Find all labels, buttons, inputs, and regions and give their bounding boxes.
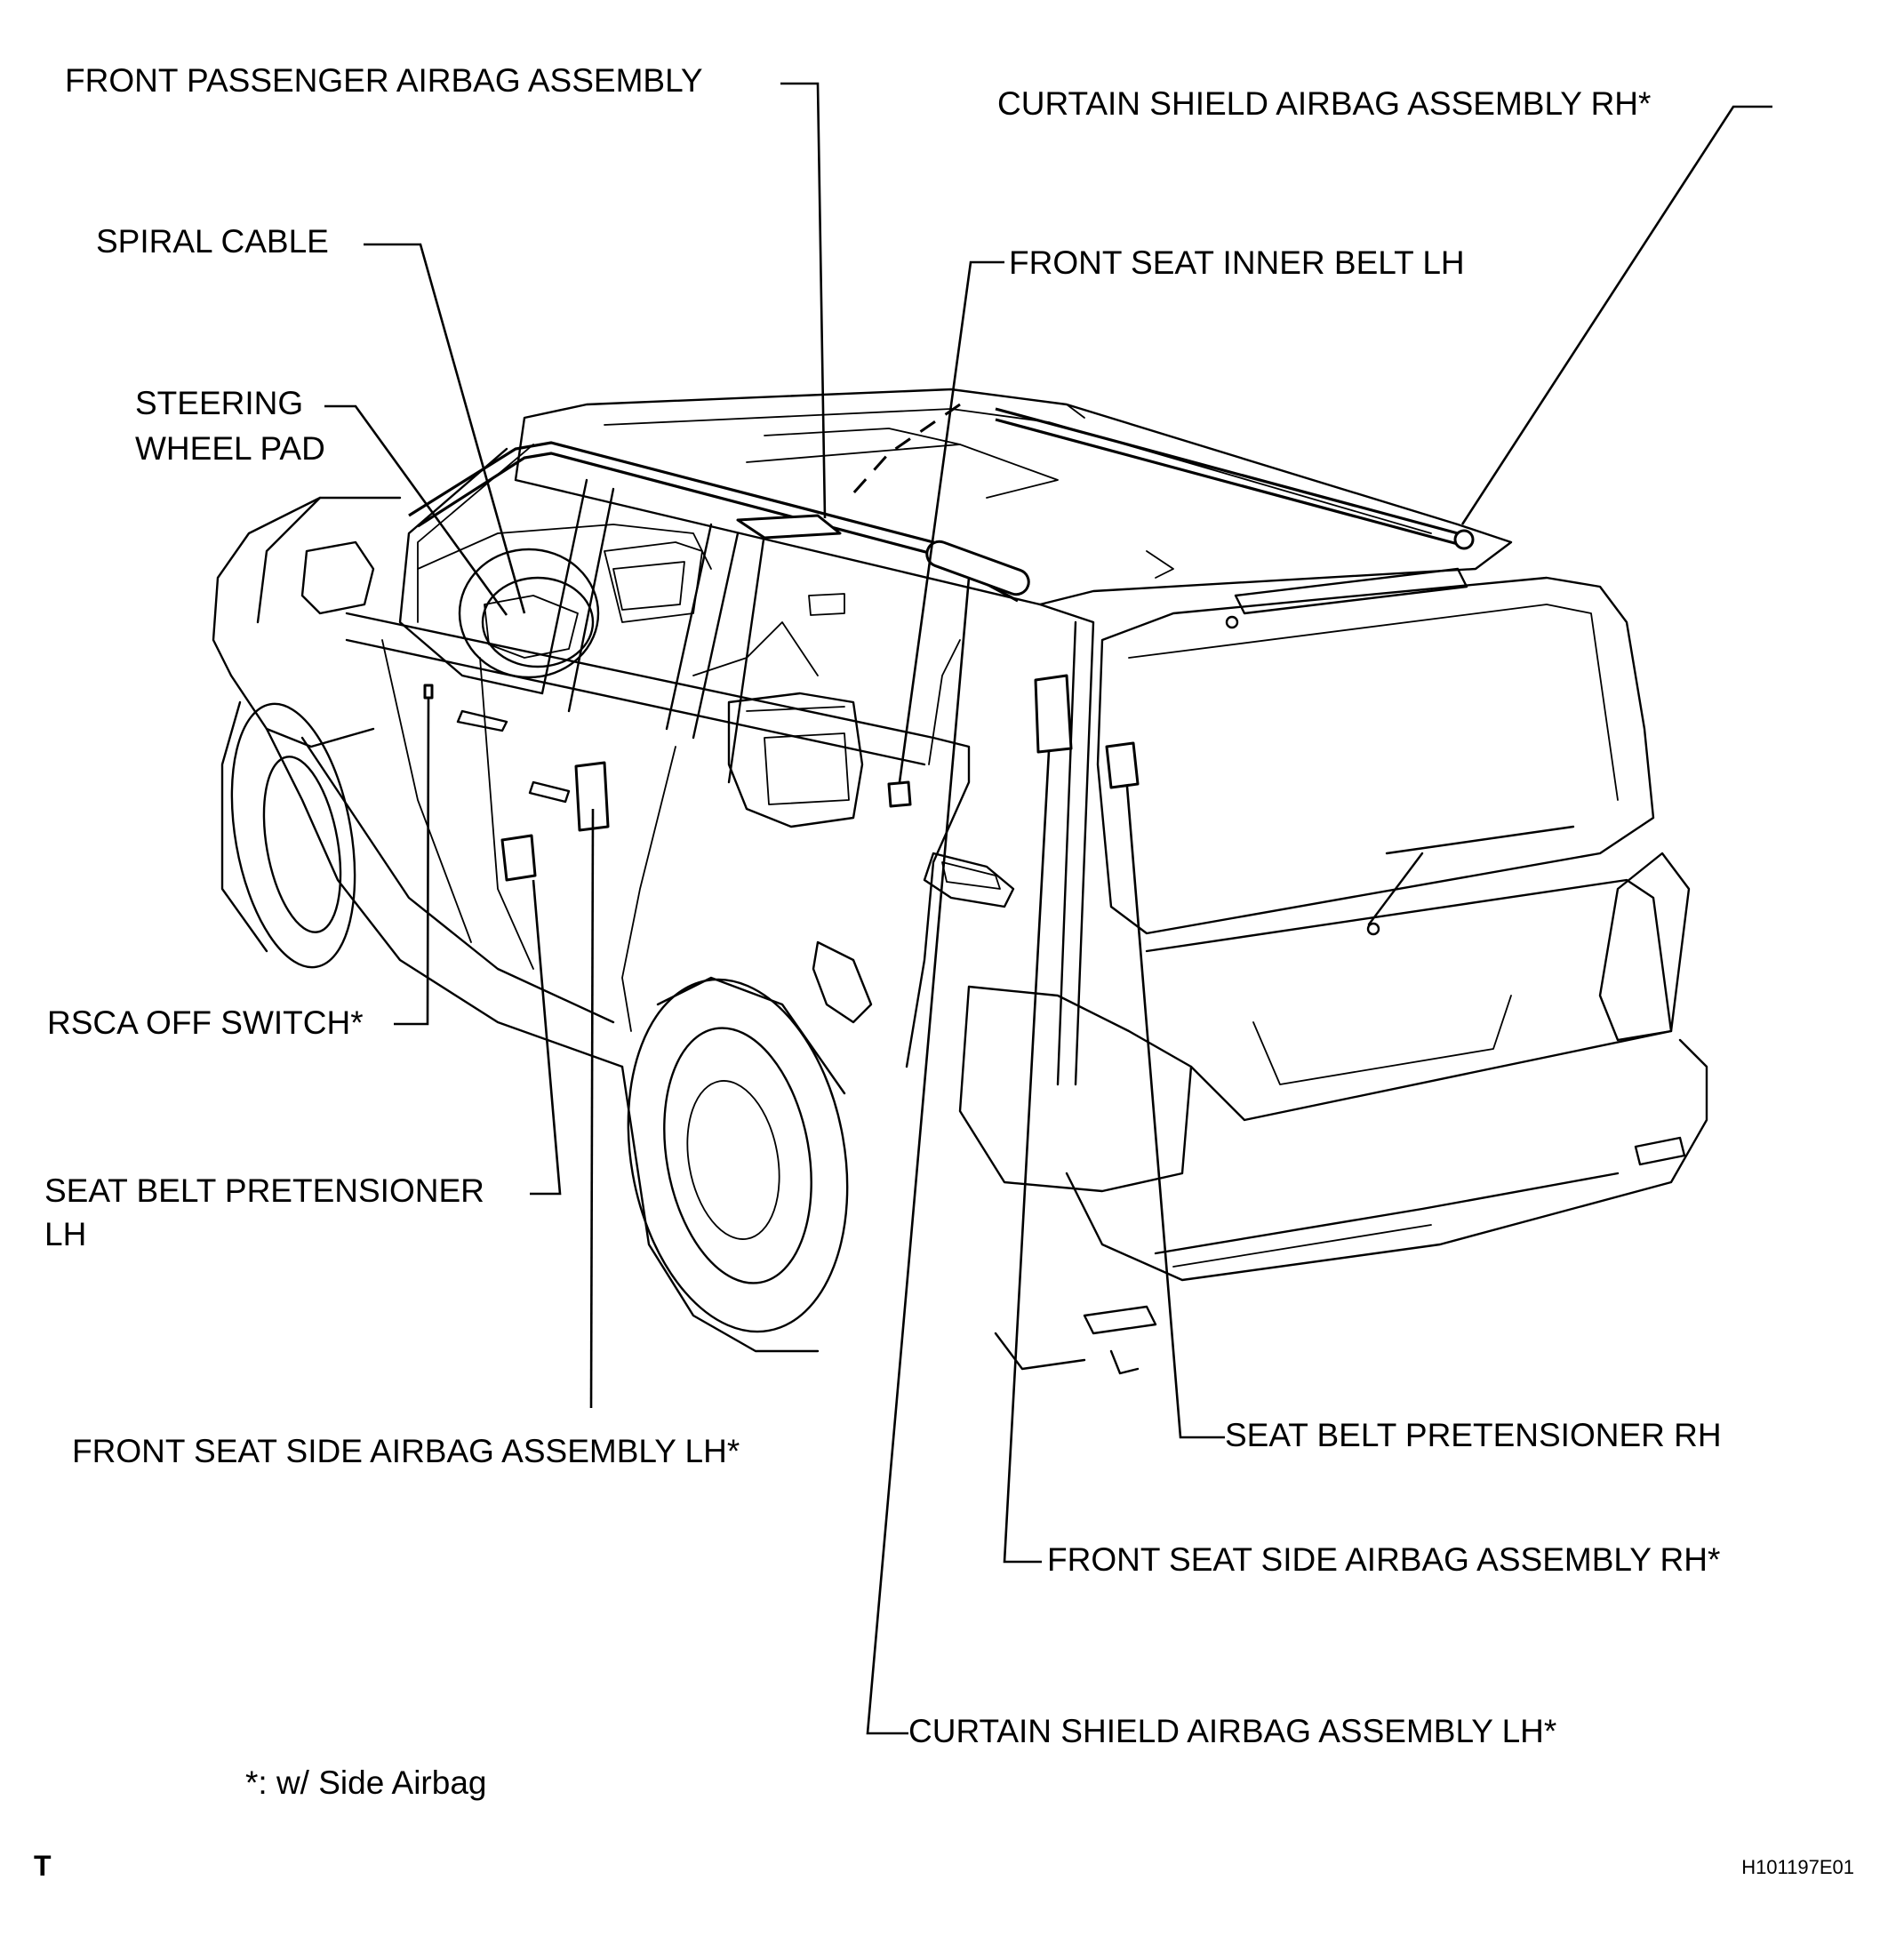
front-seat-side-airbag-lh [574, 761, 610, 832]
curtain-airbag-rh-tube [995, 407, 1459, 535]
seat-belt-pretensioner-lh [500, 834, 537, 882]
front-passenger-airbag [736, 514, 842, 540]
label-seat-belt-pretensioner-lh-1: SEAT BELT PRETENSIONER [44, 1172, 484, 1209]
figure-code: H101197E01 [1741, 1856, 1854, 1878]
label-steering-wheel-pad-1: STEERING [135, 385, 303, 421]
front-seat-side-airbag-rh [1034, 674, 1073, 754]
label-curtain-airbag-rh: CURTAIN SHIELD AIRBAG ASSEMBLY RH* [997, 85, 1651, 122]
corner-mark: T [34, 1850, 52, 1882]
label-front-seat-side-airbag-rh: FRONT SEAT SIDE AIRBAG ASSEMBLY RH* [1047, 1541, 1720, 1578]
leader-lines [324, 82, 1772, 1735]
label-front-seat-inner-belt-lh: FRONT SEAT INNER BELT LH [1009, 244, 1465, 281]
label-rsca-off-switch: RSCA OFF SWITCH* [47, 1004, 364, 1041]
label-seat-belt-pretensioner-rh: SEAT BELT PRETENSIONER RH [1225, 1417, 1722, 1453]
footnote: *: w/ Side Airbag [245, 1764, 486, 1801]
callout-labels: FRONT PASSENGER AIRBAG ASSEMBLY CURTAIN … [34, 62, 1854, 1882]
label-seat-belt-pretensioner-lh-2: LH [44, 1216, 86, 1252]
rsca-off-switch [423, 684, 434, 700]
curtain-airbag-rh-dashed [852, 403, 961, 494]
label-curtain-airbag-lh: CURTAIN SHIELD AIRBAG ASSEMBLY LH* [908, 1713, 1556, 1749]
curtain-airbag-lh-inflator [925, 540, 1030, 596]
seat-belt-pretensioner-rh [1105, 741, 1140, 789]
srs-components [408, 403, 1475, 882]
label-front-passenger-airbag: FRONT PASSENGER AIRBAG ASSEMBLY [65, 62, 703, 99]
vehicle-illustration [212, 388, 1708, 1375]
label-front-seat-side-airbag-lh: FRONT SEAT SIDE AIRBAG ASSEMBLY LH* [72, 1433, 740, 1469]
front-seat-inner-belt-lh [887, 780, 912, 808]
label-spiral-cable: SPIRAL CABLE [96, 223, 329, 260]
label-steering-wheel-pad-2: WHEEL PAD [135, 430, 325, 467]
